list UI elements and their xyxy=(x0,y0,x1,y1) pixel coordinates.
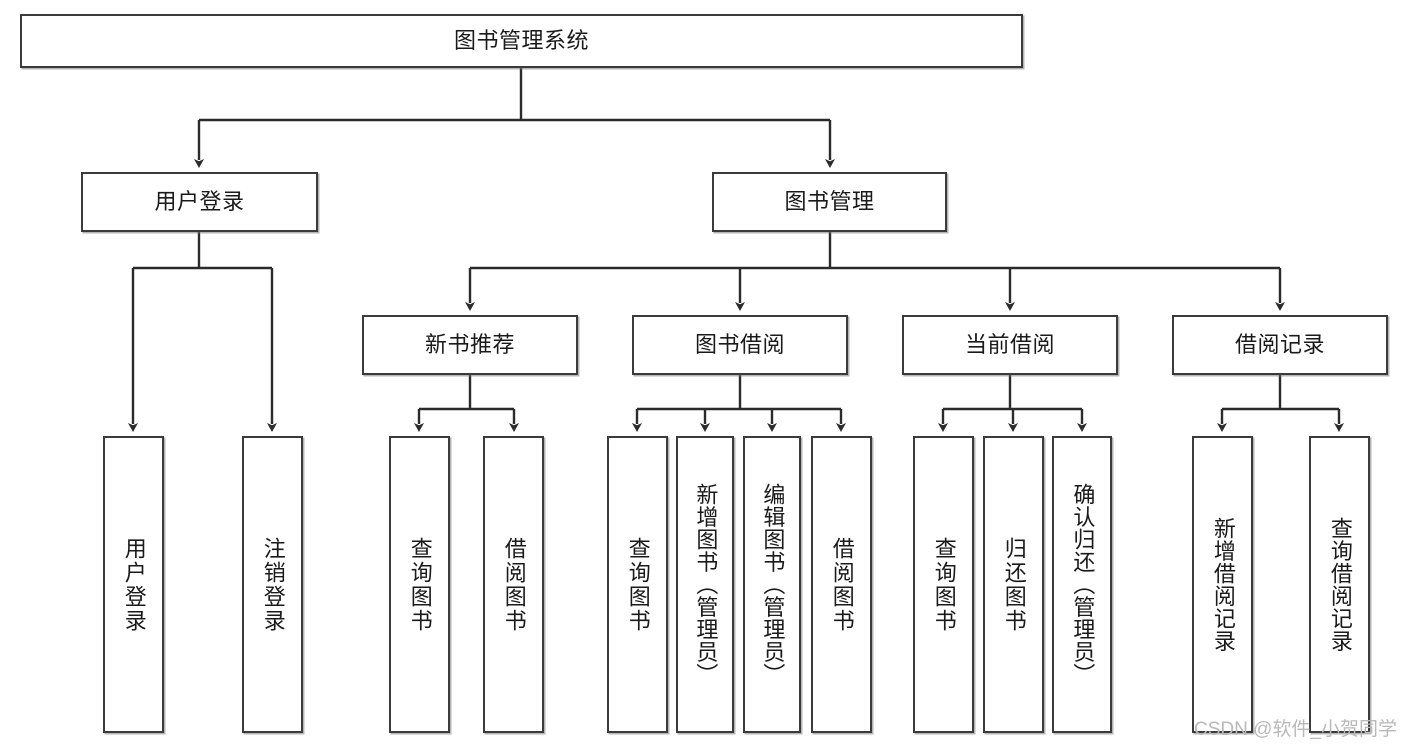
node-book-manage-label: 图书管理 xyxy=(784,189,875,215)
leaf-return-book[interactable]: 归还图书 xyxy=(983,436,1044,733)
leaf-logout-label: 注销登录 xyxy=(260,536,286,633)
node-book-borrow[interactable]: 图书借阅 xyxy=(632,315,848,375)
leaf-query-book-1[interactable]: 查询图书 xyxy=(389,436,450,733)
leaf-edit-book[interactable]: 编辑图书（管理员） xyxy=(743,436,801,733)
leaf-add-book-label: 新增图书（管理员） xyxy=(693,483,719,686)
leaf-borrow-book-2-label: 借阅图书 xyxy=(829,536,855,633)
leaf-confirm-return[interactable]: 确认归还（管理员） xyxy=(1052,436,1112,733)
node-borrow-record-label: 借阅记录 xyxy=(1234,332,1325,358)
leaf-borrow-book-1-label: 借阅图书 xyxy=(501,536,527,633)
leaf-query-book-2-label: 查询图书 xyxy=(625,536,651,633)
leaf-add-record-label: 新增借阅记录 xyxy=(1210,517,1236,652)
node-user-login[interactable]: 用户登录 xyxy=(81,172,318,232)
leaf-add-book[interactable]: 新增图书（管理员） xyxy=(676,436,734,733)
leaf-query-book-3[interactable]: 查询图书 xyxy=(913,436,974,733)
leaf-logout[interactable]: 注销登录 xyxy=(242,436,303,733)
leaf-borrow-book-1[interactable]: 借阅图书 xyxy=(483,436,544,733)
leaf-user-login-label: 用户登录 xyxy=(121,536,147,633)
node-borrow-record[interactable]: 借阅记录 xyxy=(1172,315,1388,375)
watermark: CSDN @软件_小贺同学 xyxy=(1194,719,1397,740)
leaf-return-book-label: 归还图书 xyxy=(1001,536,1027,633)
leaf-add-record[interactable]: 新增借阅记录 xyxy=(1192,436,1253,733)
node-new-book-rec-label: 新书推荐 xyxy=(424,332,515,358)
leaf-query-book-2[interactable]: 查询图书 xyxy=(607,436,668,733)
node-root-label: 图书管理系统 xyxy=(453,28,589,54)
leaf-user-login[interactable]: 用户登录 xyxy=(103,436,164,733)
leaf-query-book-1-label: 查询图书 xyxy=(407,536,433,633)
node-root[interactable]: 图书管理系统 xyxy=(20,14,1023,68)
leaf-query-book-3-label: 查询图书 xyxy=(931,536,957,633)
node-user-login-label: 用户登录 xyxy=(154,189,245,215)
node-book-manage[interactable]: 图书管理 xyxy=(712,172,947,232)
leaf-borrow-book-2[interactable]: 借阅图书 xyxy=(811,436,872,733)
node-current-borrow-label: 当前借阅 xyxy=(964,332,1055,358)
node-current-borrow[interactable]: 当前借阅 xyxy=(902,315,1118,375)
leaf-query-record-label: 查询借阅记录 xyxy=(1327,517,1353,652)
leaf-query-record[interactable]: 查询借阅记录 xyxy=(1309,436,1370,733)
node-new-book-rec[interactable]: 新书推荐 xyxy=(362,315,578,375)
leaf-confirm-return-label: 确认归还（管理员） xyxy=(1070,483,1096,686)
leaf-edit-book-label: 编辑图书（管理员） xyxy=(760,483,786,686)
node-book-borrow-label: 图书借阅 xyxy=(694,332,785,358)
